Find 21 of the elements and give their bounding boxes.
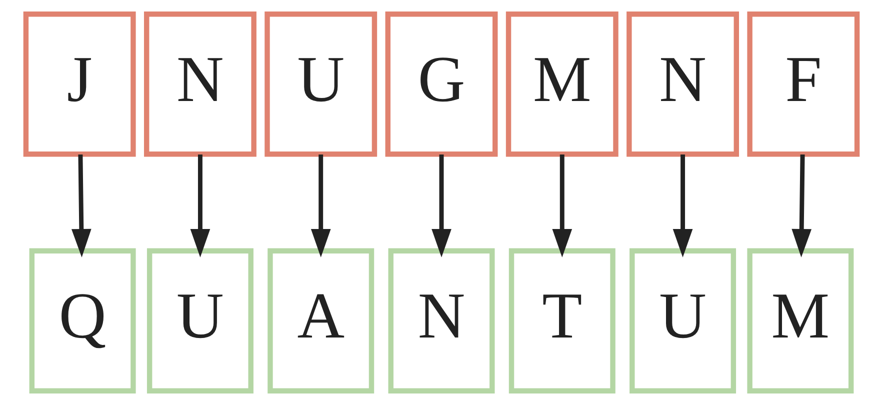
arrow xyxy=(792,154,812,258)
node-box: Q xyxy=(29,248,136,394)
node-box: N xyxy=(388,248,495,394)
arrow xyxy=(310,154,331,258)
node-box: A xyxy=(268,248,374,394)
node-box: M xyxy=(506,11,618,157)
node-box: U xyxy=(146,248,254,394)
node-box: M xyxy=(747,248,854,394)
node-box: G xyxy=(385,11,498,157)
node-box: N xyxy=(144,11,256,157)
arrow xyxy=(672,154,693,258)
node-box: U xyxy=(264,11,378,157)
node-box: F xyxy=(747,11,860,157)
node-box: U xyxy=(630,248,736,394)
arrow xyxy=(71,154,92,258)
node-box: T xyxy=(508,248,616,394)
arrow xyxy=(432,154,452,258)
arrow xyxy=(552,154,572,258)
arrow xyxy=(190,154,210,258)
node-box: J xyxy=(23,11,136,157)
node-box: N xyxy=(626,11,739,157)
